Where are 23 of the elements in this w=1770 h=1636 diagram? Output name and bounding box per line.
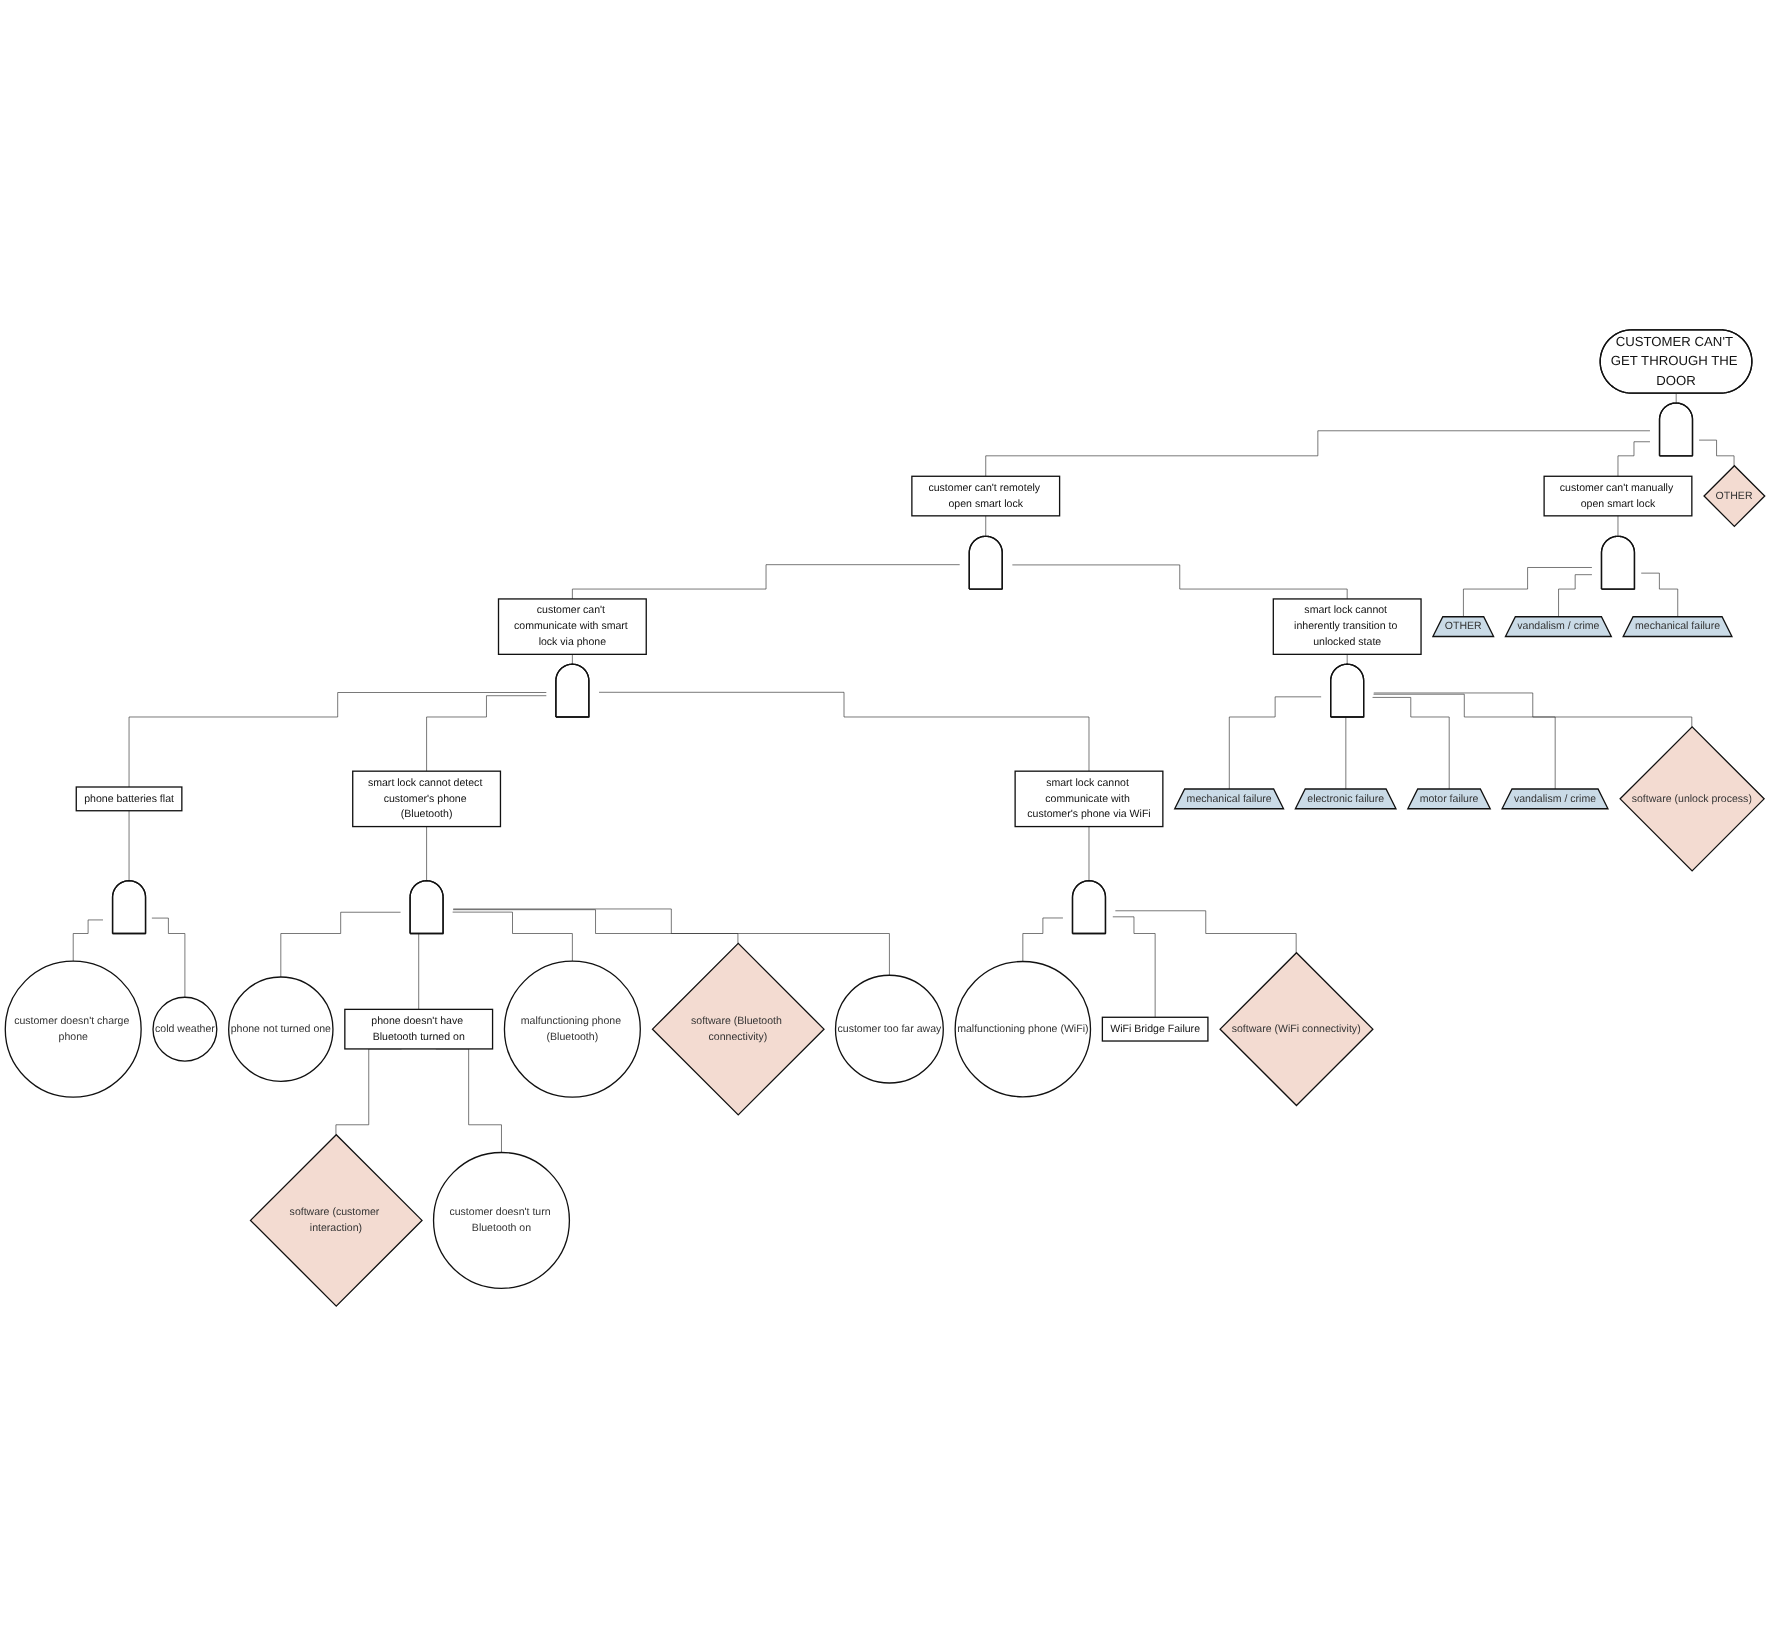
connector	[572, 564, 961, 600]
connector	[1012, 564, 1348, 600]
connector	[1698, 439, 1735, 467]
connector	[72, 919, 104, 962]
connector	[598, 691, 1090, 772]
connector	[1558, 574, 1593, 618]
connector	[1112, 916, 1156, 1018]
connector	[426, 695, 547, 772]
connector	[1617, 441, 1651, 477]
connector	[1373, 693, 1556, 790]
connector	[128, 692, 547, 788]
connector	[985, 430, 1651, 477]
connector	[151, 917, 186, 998]
connector	[1373, 692, 1693, 728]
connector	[280, 911, 401, 978]
connector	[1372, 697, 1450, 790]
connector	[1228, 696, 1322, 790]
connector	[452, 911, 573, 962]
connector	[452, 908, 890, 976]
connector	[1022, 917, 1064, 962]
connector	[1115, 910, 1297, 954]
connector	[1640, 572, 1679, 618]
connector	[1463, 567, 1593, 618]
